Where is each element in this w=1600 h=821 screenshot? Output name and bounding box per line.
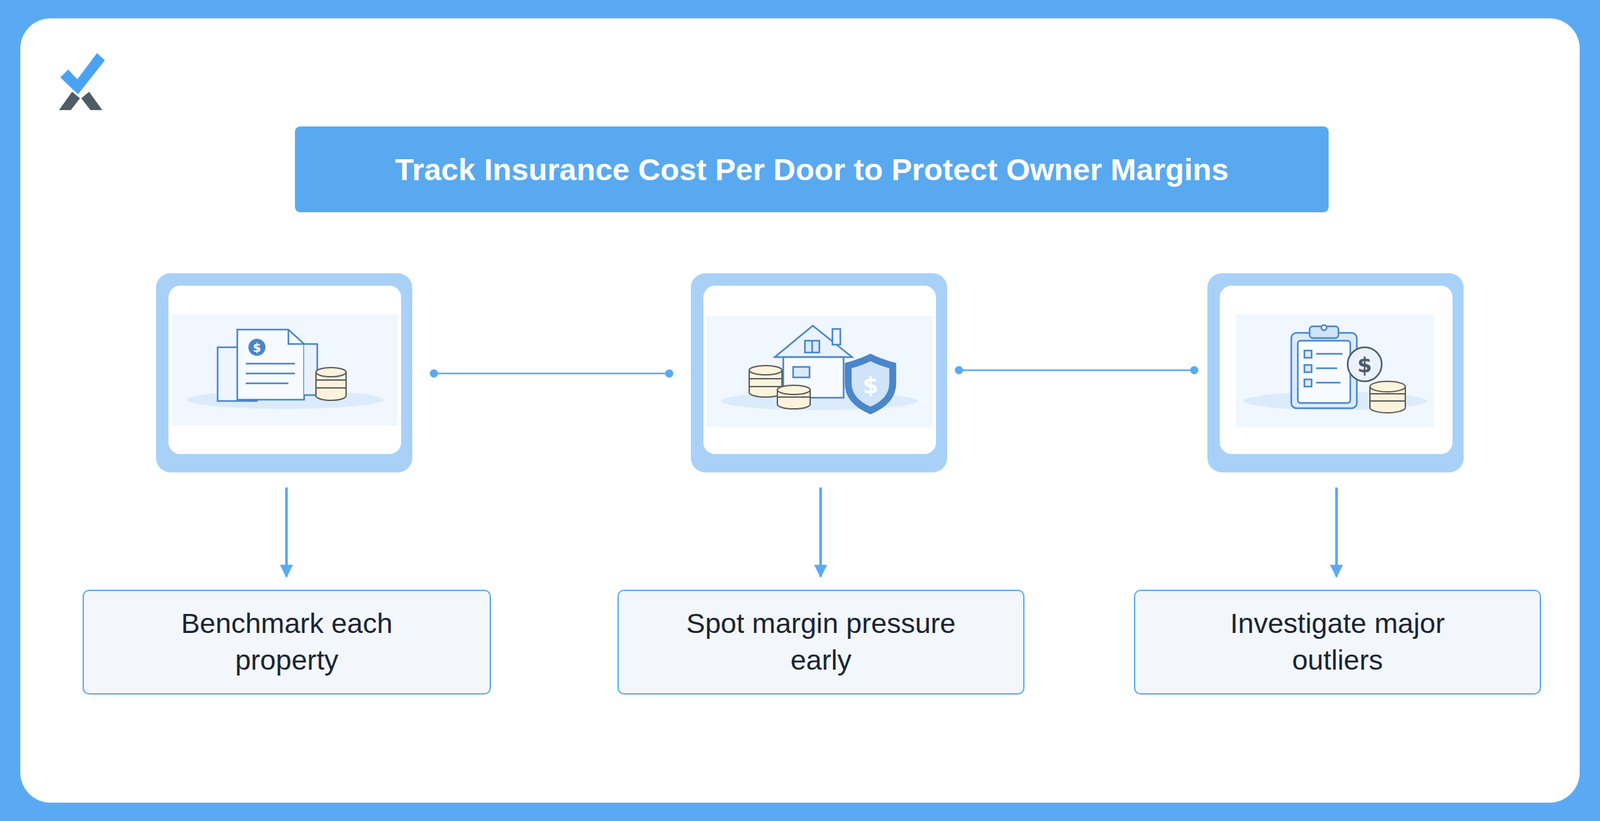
title-text: Track Insurance Cost Per Door to Protect…	[395, 151, 1230, 188]
svg-text:$: $	[862, 372, 879, 399]
step-label: Benchmark each property	[133, 605, 442, 680]
step-label: Spot margin pressure early	[667, 605, 976, 680]
clipboard-icon: $	[1236, 314, 1435, 428]
svg-text:$: $	[1357, 352, 1372, 378]
house-shield-icon: $	[706, 315, 933, 428]
step-label: Investigate major outliers	[1183, 605, 1492, 680]
title-banner: Track Insurance Cost Per Door to Protect…	[294, 126, 1329, 213]
svg-text:$: $	[253, 340, 262, 355]
down-arrow	[286, 487, 1337, 577]
step-box: Benchmark each property	[82, 589, 491, 695]
step-box: Spot margin pressure early	[617, 589, 1025, 695]
step-box: Investigate major outliers	[1133, 589, 1542, 695]
image-card	[156, 273, 1464, 473]
documents-icon: $	[171, 314, 398, 427]
card-link	[430, 367, 1198, 377]
logo	[58, 53, 105, 111]
